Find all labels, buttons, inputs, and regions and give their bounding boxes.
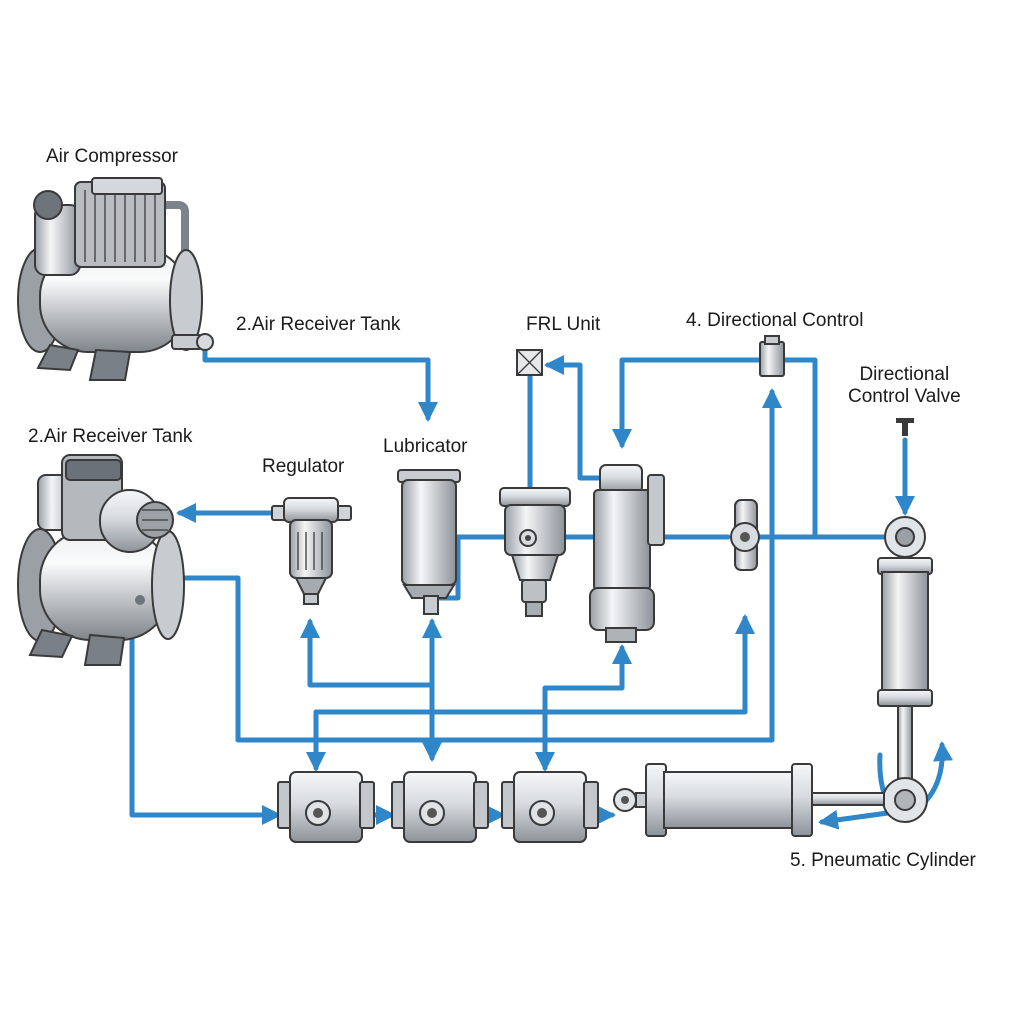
pneumatic-cylinder-icon bbox=[877, 516, 933, 823]
air-compressor-icon bbox=[17, 454, 185, 666]
directional-valve-icon bbox=[277, 771, 375, 843]
directional-control-label: 4. Directional Control bbox=[686, 310, 864, 331]
pneumatic-cylinder-label: 5. Pneumatic Cylinder bbox=[790, 850, 976, 871]
regulator-label: Regulator bbox=[262, 456, 345, 477]
directional-valve-icon bbox=[391, 771, 489, 843]
air-receiver-tank-label: 2.Air Receiver Tank bbox=[236, 314, 401, 335]
directional-valve-icon bbox=[896, 418, 914, 436]
air-receiver-tank-label: 2.Air Receiver Tank bbox=[28, 426, 193, 447]
directional-valve-icon bbox=[759, 335, 785, 377]
air-compressor-icon bbox=[17, 177, 214, 381]
frl-unit-icon bbox=[589, 464, 665, 643]
directional-control-valve-label: Directional Control Valve bbox=[848, 364, 961, 408]
lubricator-icon bbox=[397, 469, 461, 615]
pneumatic-cylinder-icon bbox=[613, 763, 885, 837]
directional-valve-icon bbox=[730, 499, 760, 571]
filter-icon bbox=[499, 349, 571, 617]
air-compressor-label: Air Compressor bbox=[46, 146, 178, 167]
frl-unit-label: FRL Unit bbox=[526, 314, 601, 335]
regulator-icon bbox=[271, 497, 352, 605]
directional-valve-icon bbox=[501, 771, 599, 843]
lubricator-label: Lubricator bbox=[383, 436, 468, 457]
